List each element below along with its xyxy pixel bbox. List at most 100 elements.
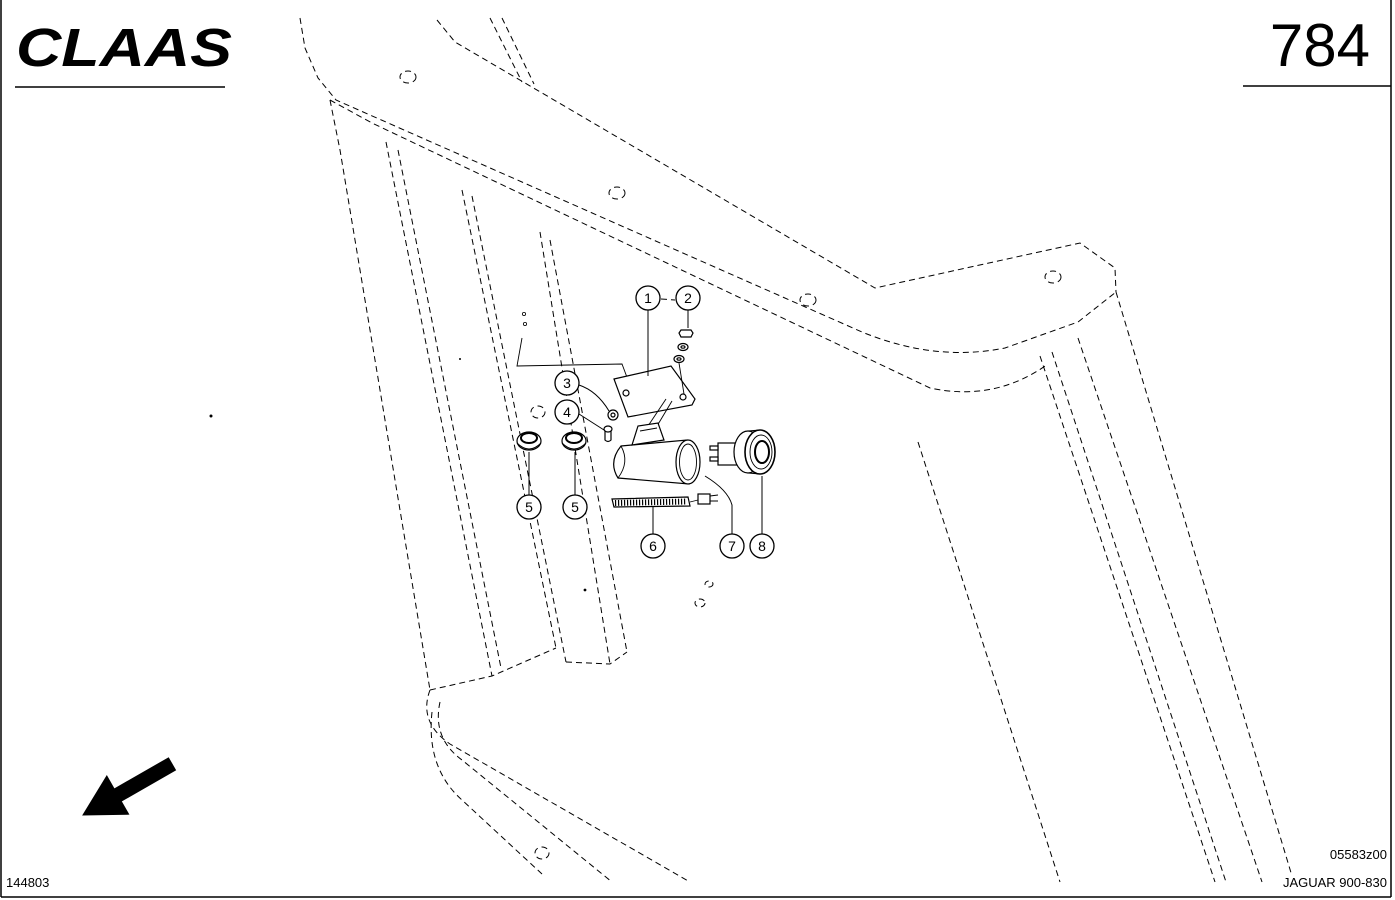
flat-washer-hole bbox=[676, 357, 682, 361]
figure-code: 05583z00 bbox=[1330, 847, 1387, 862]
frame-hole bbox=[694, 598, 706, 608]
housing-inner-rim bbox=[679, 443, 697, 481]
screw-shank bbox=[604, 429, 612, 443]
left-pillar-foot bbox=[429, 647, 557, 691]
beam-lower-edge bbox=[329, 99, 1049, 393]
callout-number: 7 bbox=[728, 538, 736, 554]
frame-hole bbox=[608, 186, 626, 200]
bracket-mount-outline bbox=[516, 337, 629, 381]
callout-ring bbox=[675, 285, 701, 311]
element-connector-pins bbox=[709, 494, 719, 502]
callout-4: 4 bbox=[554, 399, 580, 425]
element-coil bbox=[614, 498, 688, 506]
beam-middle-edge bbox=[299, 17, 1117, 353]
callout-6: 6 bbox=[640, 533, 666, 559]
callout-number: 3 bbox=[563, 375, 571, 391]
frame-hole bbox=[799, 293, 817, 307]
left-pillar-edge bbox=[461, 189, 557, 649]
leader-4 bbox=[578, 413, 605, 431]
plug-lip bbox=[516, 442, 542, 450]
callout-7: 7 bbox=[719, 533, 745, 559]
leader-3 bbox=[578, 384, 610, 412]
parts-assembly bbox=[516, 329, 776, 508]
callout-ring bbox=[719, 533, 745, 559]
bracket-plate-body bbox=[613, 365, 696, 418]
assembly-axis bbox=[678, 362, 685, 395]
left-pillar-edge bbox=[397, 149, 502, 669]
frame-mark bbox=[522, 311, 527, 316]
claas-logo: CLAAS bbox=[16, 18, 232, 78]
element-connector bbox=[697, 493, 711, 505]
frame-mark bbox=[583, 588, 587, 592]
frame-mark bbox=[459, 358, 461, 360]
frame-mark bbox=[209, 414, 213, 418]
frame-hole bbox=[534, 846, 550, 860]
washer-hole bbox=[610, 412, 616, 418]
callout-number: 5 bbox=[571, 499, 579, 515]
frame-mark bbox=[523, 321, 528, 326]
socket-pin bbox=[709, 456, 719, 462]
left-pillar-edge bbox=[385, 141, 493, 677]
housing-mount-tab bbox=[631, 422, 665, 446]
frame-hole bbox=[399, 70, 417, 84]
callout-number: 6 bbox=[649, 538, 657, 554]
housing-tab-slot bbox=[639, 427, 658, 432]
callouts: 1 2 3 4 5 5 6 7 bbox=[516, 285, 775, 559]
leader-lines bbox=[528, 298, 763, 534]
nut-and-washers bbox=[673, 329, 694, 395]
frame-hole bbox=[1044, 270, 1062, 284]
screw-head bbox=[603, 425, 613, 433]
hex-nut bbox=[678, 329, 694, 338]
callout-3: 3 bbox=[554, 370, 580, 396]
plug-hole bbox=[530, 405, 546, 419]
leader-link-1-2 bbox=[660, 298, 676, 301]
lower-frame-curve bbox=[430, 711, 543, 875]
callout-ring bbox=[635, 285, 661, 311]
lower-frame-curve bbox=[426, 689, 691, 883]
sealing-plug bbox=[516, 431, 542, 451]
right-pillar-edge bbox=[917, 441, 1061, 883]
callout-ring bbox=[516, 494, 542, 520]
housing-front-rim bbox=[675, 439, 701, 485]
frame-hole bbox=[704, 580, 714, 588]
callout-ring bbox=[554, 399, 580, 425]
lamp-socket bbox=[709, 429, 776, 475]
plug-top bbox=[520, 432, 538, 444]
callout-number: 1 bbox=[644, 290, 652, 306]
callout-ring bbox=[562, 494, 588, 520]
socket-inner-ring bbox=[749, 434, 773, 470]
callout-5a: 5 bbox=[516, 494, 542, 520]
callout-number: 5 bbox=[525, 499, 533, 515]
bracket-plate bbox=[613, 365, 696, 432]
callout-number: 2 bbox=[684, 290, 692, 306]
callout-5b: 5 bbox=[562, 494, 588, 520]
beam-top-rib bbox=[501, 17, 535, 85]
plug-lip bbox=[561, 442, 587, 450]
model-designation: JAGUAR 900-830 bbox=[1283, 875, 1387, 890]
beam-upper-edge bbox=[436, 19, 1117, 293]
direction-arrow-icon bbox=[82, 757, 177, 816]
left-pillar-edge bbox=[549, 239, 628, 653]
bracket-hole bbox=[622, 389, 630, 397]
lower-frame-curve bbox=[437, 701, 613, 883]
socket-pin bbox=[709, 445, 719, 451]
callout-number: 8 bbox=[758, 538, 766, 554]
cab-frame-outline bbox=[209, 17, 1293, 883]
right-pillar-edge bbox=[1115, 291, 1293, 877]
lock-washer-hole bbox=[680, 345, 686, 349]
left-pillar-edge bbox=[329, 99, 431, 691]
callout-ring bbox=[554, 370, 580, 396]
page-number: 784 bbox=[1270, 12, 1370, 79]
callout-1: 1 bbox=[635, 285, 661, 311]
right-pillar-edge bbox=[1039, 355, 1216, 883]
sealing-plug bbox=[561, 431, 587, 451]
leader-7 bbox=[704, 475, 733, 534]
socket-core bbox=[754, 440, 770, 464]
housing-rear-edge bbox=[617, 445, 626, 479]
right-pillar-edge bbox=[1077, 337, 1263, 883]
right-pillar-edge bbox=[1051, 351, 1227, 883]
callout-2: 2 bbox=[675, 285, 701, 311]
left-pillar-foot bbox=[565, 651, 628, 665]
screw bbox=[603, 425, 613, 443]
